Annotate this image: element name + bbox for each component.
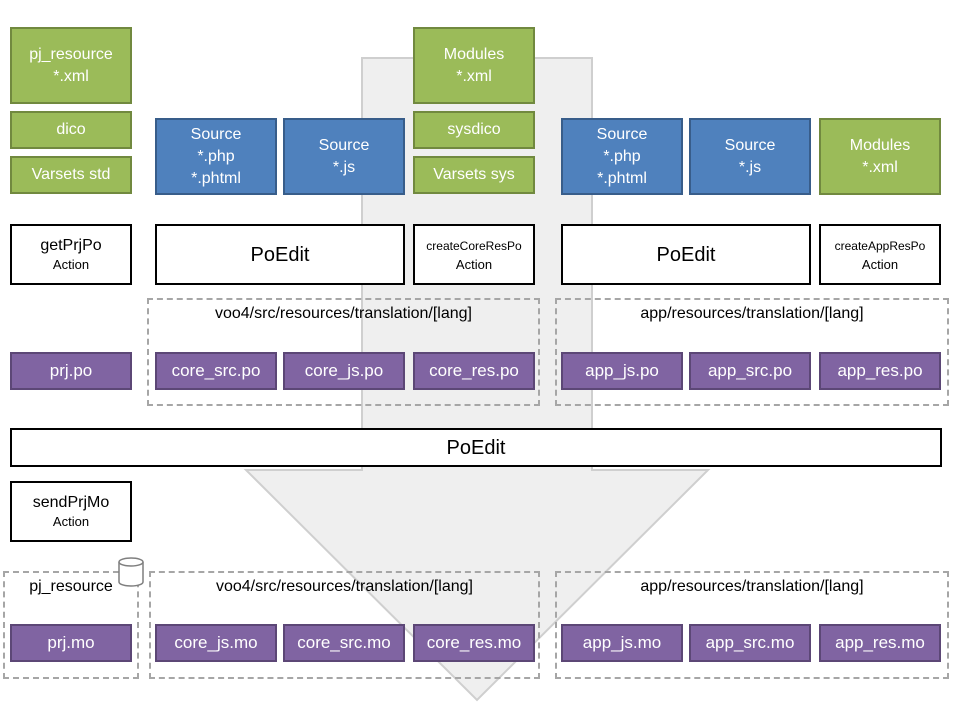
core-js-mo-label: core_js.mo [174,633,258,652]
app-mo-folder-label: app/resources/translation/[lang] [640,578,864,595]
core-source-js-line1: Source [318,136,370,154]
app-src-po-file: app_src.po [689,352,811,390]
poedit-main-box: PoEdit [10,428,942,467]
pj-resource-mo-folder-label: pj_resource [29,578,113,595]
poedit-app-box: PoEdit [561,224,811,285]
dico-label: dico [56,121,86,138]
app-source-php-box: Source *.php *.phtml [561,118,683,195]
core-source-php-line1: Source [190,125,242,143]
sysdico-label: sysdico [447,121,501,138]
app-js-po-label: app_js.po [585,361,659,380]
poedit-core-label: PoEdit [250,243,310,266]
core-source-php-line3: *.phtml [191,169,241,187]
app-source-js-line1: Source [724,136,776,154]
send-prj-mo-label: Action [52,513,90,529]
poedit-main-label: PoEdit [446,436,506,459]
core-res-po-file: core_res.po [413,352,535,390]
dico-box: dico [10,111,132,149]
prj-po-label: prj.po [49,361,93,380]
poedit-core-box: PoEdit [155,224,405,285]
core-po-folder-label: voo4/src/resources/translation/[lang] [214,305,472,322]
get-prj-po-label: Action [52,256,90,272]
send-prj-mo-name: sendPrjMo [32,493,110,511]
database-icon [118,557,144,587]
core-js-mo-file: core_js.mo [155,624,277,662]
app-po-folder [555,298,949,406]
sysdico-box: sysdico [413,111,535,149]
prj-po-file: prj.po [10,352,132,390]
app-modules-xml-line1: Modules [849,136,911,154]
core-js-po-label: core_js.po [304,361,384,380]
core-source-php-box: Source *.php *.phtml [155,118,277,195]
app-source-js-line2: *.js [738,158,762,176]
create-core-res-po-label: Action [455,256,493,272]
core-src-mo-label: core_src.mo [297,633,391,652]
core-mo-folder-label: voo4/src/resources/translation/[lang] [215,578,473,595]
app-src-mo-file: app_src.mo [689,624,811,662]
app-res-mo-file: app_res.mo [819,624,941,662]
core-mo-folder [149,571,540,679]
get-prj-po-action: getPrjPo Action [10,224,132,285]
get-prj-po-name: getPrjPo [40,236,102,254]
create-core-res-po-action: createCoreResPo Action [413,224,535,285]
prj-mo-label: prj.mo [47,633,95,652]
app-src-po-label: app_src.po [707,361,793,380]
pj-resource-xml-line2: *.xml [53,67,89,85]
core-src-po-label: core_src.po [171,361,261,380]
app-js-mo-label: app_js.mo [582,633,662,652]
core-modules-xml-line1: Modules [443,45,505,63]
create-app-res-po-action: createAppResPo Action [819,224,941,285]
pj-resource-xml-line1: pj_resource [29,45,113,63]
pj-resource-mo-folder [3,571,139,679]
core-modules-xml-line2: *.xml [456,67,492,85]
create-core-res-po-name: createCoreResPo [426,238,522,253]
core-src-mo-file: core_src.mo [283,624,405,662]
core-src-po-file: core_src.po [155,352,277,390]
app-src-mo-label: app_src.mo [705,633,795,652]
app-res-po-label: app_res.po [837,361,923,380]
core-res-mo-file: core_res.mo [413,624,535,662]
core-po-folder [147,298,540,406]
pj-resource-xml-box: pj_resource *.xml [10,27,132,104]
app-source-php-line2: *.php [603,147,641,165]
app-source-php-line3: *.phtml [597,169,647,187]
core-modules-xml-box: Modules *.xml [413,27,535,104]
app-modules-xml-line2: *.xml [862,158,898,176]
create-app-res-po-name: createAppResPo [834,238,926,253]
app-mo-folder [555,571,949,679]
core-source-php-line2: *.php [197,147,235,165]
core-source-js-line2: *.js [332,158,356,176]
core-js-po-file: core_js.po [283,352,405,390]
send-prj-mo-action: sendPrjMo Action [10,481,132,542]
core-res-mo-label: core_res.mo [426,633,522,652]
app-po-folder-label: app/resources/translation/[lang] [640,305,864,322]
create-app-res-po-label: Action [861,256,899,272]
varsets-sys-label: Varsets sys [433,166,515,183]
app-res-po-file: app_res.po [819,352,941,390]
core-res-po-label: core_res.po [429,361,519,380]
prj-mo-file: prj.mo [10,624,132,662]
app-js-po-file: app_js.po [561,352,683,390]
app-res-mo-label: app_res.mo [835,633,925,652]
core-source-js-box: Source *.js [283,118,405,195]
app-source-php-line1: Source [596,125,648,143]
poedit-app-label: PoEdit [656,243,716,266]
app-modules-xml-box: Modules *.xml [819,118,941,195]
varsets-std-label: Varsets std [31,166,111,183]
app-js-mo-file: app_js.mo [561,624,683,662]
varsets-sys-box: Varsets sys [413,156,535,194]
app-source-js-box: Source *.js [689,118,811,195]
varsets-std-box: Varsets std [10,156,132,194]
